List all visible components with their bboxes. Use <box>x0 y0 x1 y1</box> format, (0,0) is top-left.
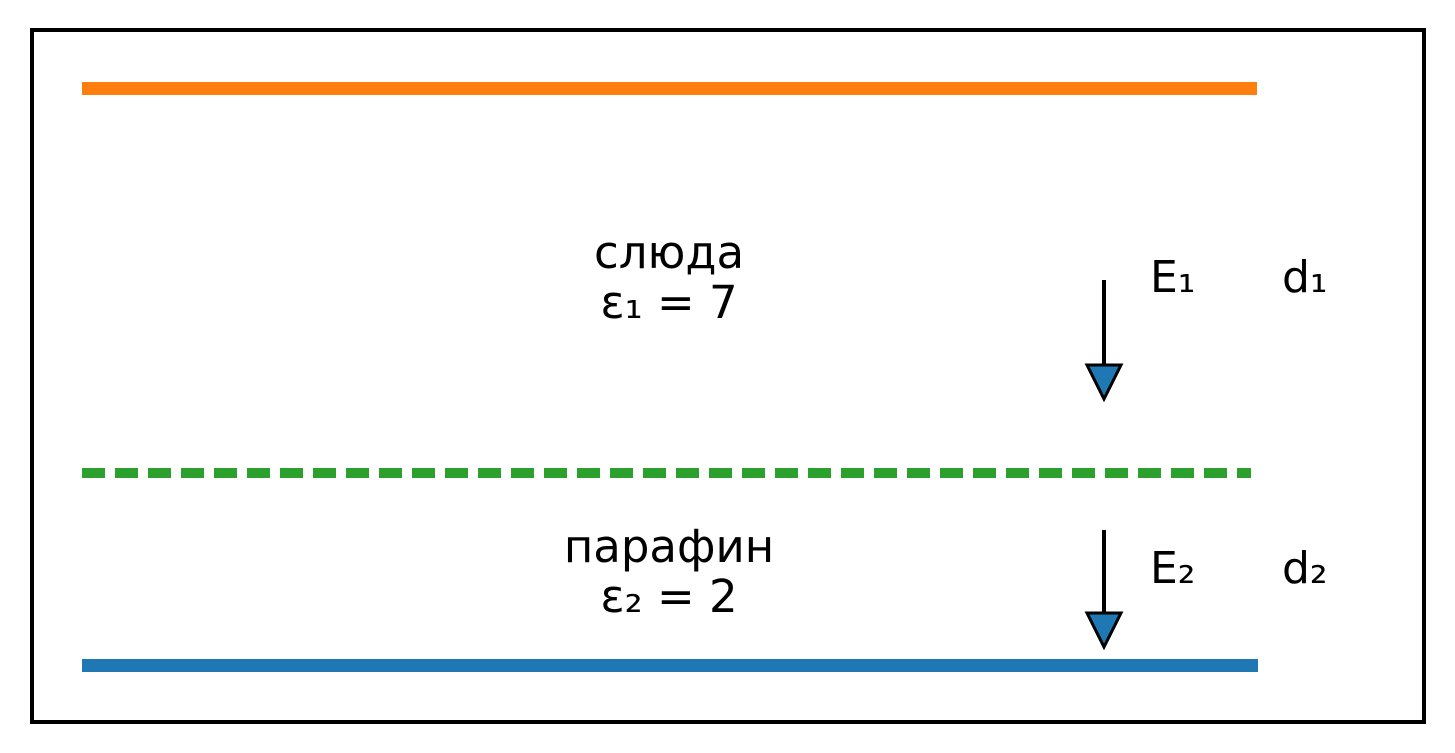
e2-arrow-head <box>1084 611 1124 651</box>
diagram-border-frame <box>30 28 1426 724</box>
dielectric-interface-dashed-line <box>82 468 1251 478</box>
d2-thickness-label: d₂ <box>1282 543 1328 594</box>
layer1-material-name: слюда <box>593 226 745 279</box>
layer2-material-name: парафин <box>563 520 775 573</box>
bottom-plate-line <box>82 659 1258 672</box>
e2-down-arrow-icon <box>1084 530 1124 651</box>
layer2-label-block: парафин ε₂ = 2 <box>469 522 869 622</box>
e1-arrow-head <box>1084 363 1124 403</box>
top-plate-line <box>82 82 1257 95</box>
e1-field-label: E₁ <box>1150 252 1196 303</box>
d1-thickness-label: d₁ <box>1282 252 1328 303</box>
e1-down-arrow-icon <box>1084 280 1124 403</box>
e2-field-label: E₂ <box>1150 543 1196 594</box>
layer1-permittivity: ε₁ = 7 <box>600 276 738 329</box>
layer1-label-block: слюда ε₁ = 7 <box>469 228 869 328</box>
layer2-permittivity: ε₂ = 2 <box>600 570 738 623</box>
